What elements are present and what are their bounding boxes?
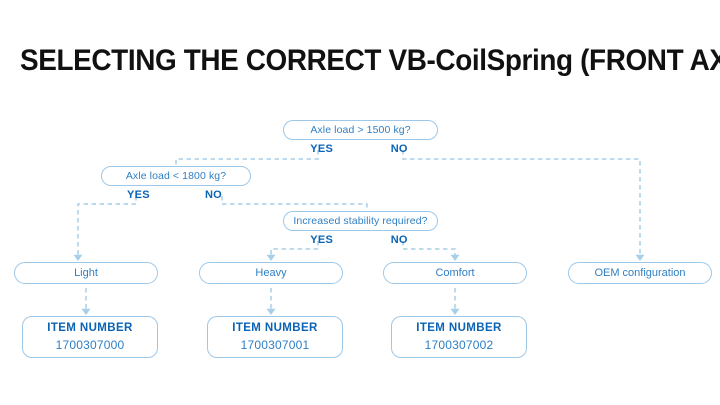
decision-answers-increased-stability: YES NO: [283, 235, 438, 247]
item-number-value: 1700307000: [55, 338, 125, 353]
decision-question: Increased stability required?: [293, 214, 428, 227]
answer-no[interactable]: NO: [390, 143, 408, 155]
decision-node-increased-stability[interactable]: Increased stability required?: [283, 211, 438, 231]
answer-yes[interactable]: YES: [310, 234, 334, 246]
result-node-comfort[interactable]: Comfort: [383, 262, 527, 284]
item-number-title: ITEM NUMBER: [47, 321, 133, 334]
decision-answers-axle-load-1800: YES NO: [101, 190, 251, 202]
decision-answers-axle-load-1500: YES NO: [283, 144, 438, 156]
page-title: SELECTING THE CORRECT VB-CoilSpring (FRO…: [20, 44, 720, 77]
result-label: Heavy: [255, 267, 287, 279]
item-number-box-heavy[interactable]: ITEM NUMBER 1700307001: [207, 316, 343, 358]
answer-no[interactable]: NO: [390, 234, 408, 246]
result-node-light[interactable]: Light: [14, 262, 158, 284]
result-label: Comfort: [435, 267, 475, 279]
item-number-value: 1700307001: [240, 338, 310, 353]
item-number-title: ITEM NUMBER: [232, 321, 318, 334]
item-number-title: ITEM NUMBER: [416, 321, 502, 334]
result-label: OEM configuration: [594, 267, 686, 279]
result-label: Light: [74, 267, 98, 279]
item-number-box-light[interactable]: ITEM NUMBER 1700307000: [22, 316, 158, 358]
item-number-box-comfort[interactable]: ITEM NUMBER 1700307002: [391, 316, 527, 358]
decision-node-axle-load-1500[interactable]: Axle load > 1500 kg?: [283, 120, 438, 140]
item-number-value: 1700307002: [424, 338, 494, 353]
decision-question: Axle load > 1500 kg?: [310, 123, 411, 136]
decision-node-axle-load-1800[interactable]: Axle load < 1800 kg?: [101, 166, 251, 186]
result-node-oem-configuration[interactable]: OEM configuration: [568, 262, 712, 284]
connector-d2-yes: [73, 196, 137, 261]
answer-yes[interactable]: YES: [310, 143, 334, 155]
answer-no[interactable]: NO: [204, 189, 223, 201]
result-node-heavy[interactable]: Heavy: [199, 262, 343, 284]
decision-question: Axle load < 1800 kg?: [125, 169, 227, 182]
answer-yes[interactable]: YES: [127, 189, 150, 201]
connector-d1-no: [402, 150, 645, 261]
